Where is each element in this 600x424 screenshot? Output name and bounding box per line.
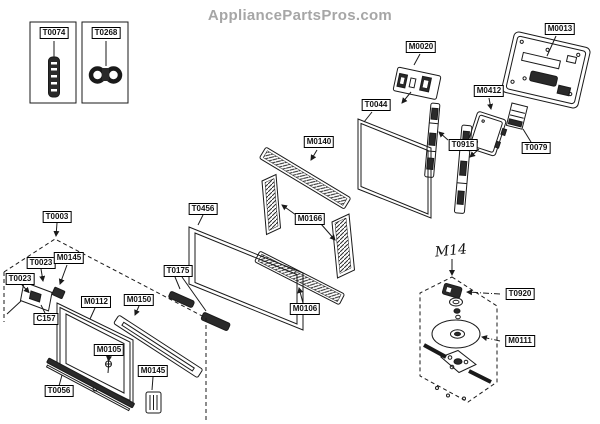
part-label-m0145-a[interactable]: M0145 [53, 252, 85, 264]
part-label-m0106[interactable]: M0106 [289, 303, 321, 315]
front-group-leader [53, 222, 60, 237]
stand-feet-drawing [168, 276, 231, 331]
front-assembly-boundary-dashed [3, 238, 207, 422]
part-label-t0175[interactable]: T0175 [163, 265, 193, 277]
part-label-t0074[interactable]: T0074 [39, 27, 69, 39]
small-board-drawing [505, 102, 532, 143]
power-cord-drawing [88, 41, 123, 84]
neck-cover-bar-drawing [113, 305, 203, 378]
part-label-t0915[interactable]: T0915 [448, 139, 478, 151]
part-label-m0013[interactable]: M0013 [544, 23, 576, 35]
part-label-m0020[interactable]: M0020 [405, 41, 437, 53]
part-label-t0023-a[interactable]: T0023 [26, 257, 56, 269]
clip-bottom-drawing [145, 376, 162, 414]
part-label-t0023-b[interactable]: T0023 [5, 273, 35, 285]
part-label-t0920[interactable]: T0920 [505, 288, 535, 300]
side-rail-brackets-drawing [424, 102, 480, 214]
part-label-m0150[interactable]: M0150 [123, 294, 155, 306]
top-speaker-bar-drawing [259, 147, 351, 209]
part-label-m0140[interactable]: M0140 [303, 136, 335, 148]
part-label-m0111[interactable]: M0111 [505, 335, 535, 347]
site-watermark: AppliancePartsPros.com [207, 7, 393, 24]
part-label-t0079[interactable]: T0079 [521, 142, 551, 154]
clip-upper-drawing [51, 264, 68, 299]
sensor-board-drawing [6, 268, 53, 315]
part-label-m0112[interactable]: M0112 [80, 296, 112, 308]
part-label-m14-handwritten[interactable]: M14 [434, 241, 468, 261]
part-label-t0044[interactable]: T0044 [361, 99, 391, 111]
stand-assembly-drawing [423, 259, 501, 401]
remote-control-drawing [48, 41, 60, 98]
part-label-m0412[interactable]: M0412 [473, 85, 505, 97]
part-label-t0268[interactable]: T0268 [91, 27, 121, 39]
lcd-panel-drawing [357, 111, 432, 219]
board-cover-drawing [466, 97, 508, 157]
accessory-boxes [29, 21, 129, 104]
side-speaker-bars-drawing [261, 173, 356, 279]
part-label-t0056[interactable]: T0056 [44, 385, 74, 397]
stand-assembly-boundary-dashed [419, 276, 498, 403]
part-label-t0003[interactable]: T0003 [42, 211, 72, 223]
part-label-t0456[interactable]: T0456 [188, 203, 218, 215]
screw-drawing [105, 355, 112, 374]
part-label-c157[interactable]: C157 [33, 313, 59, 325]
jack-bracket-drawing [392, 53, 442, 104]
bottom-trim-drawing [45, 357, 135, 412]
part-label-m0145-b[interactable]: M0145 [137, 365, 169, 377]
part-label-m0166[interactable]: M0166 [294, 213, 326, 225]
tv-rear-cover-drawing [501, 31, 591, 109]
part-label-m0105[interactable]: M0105 [93, 344, 125, 356]
